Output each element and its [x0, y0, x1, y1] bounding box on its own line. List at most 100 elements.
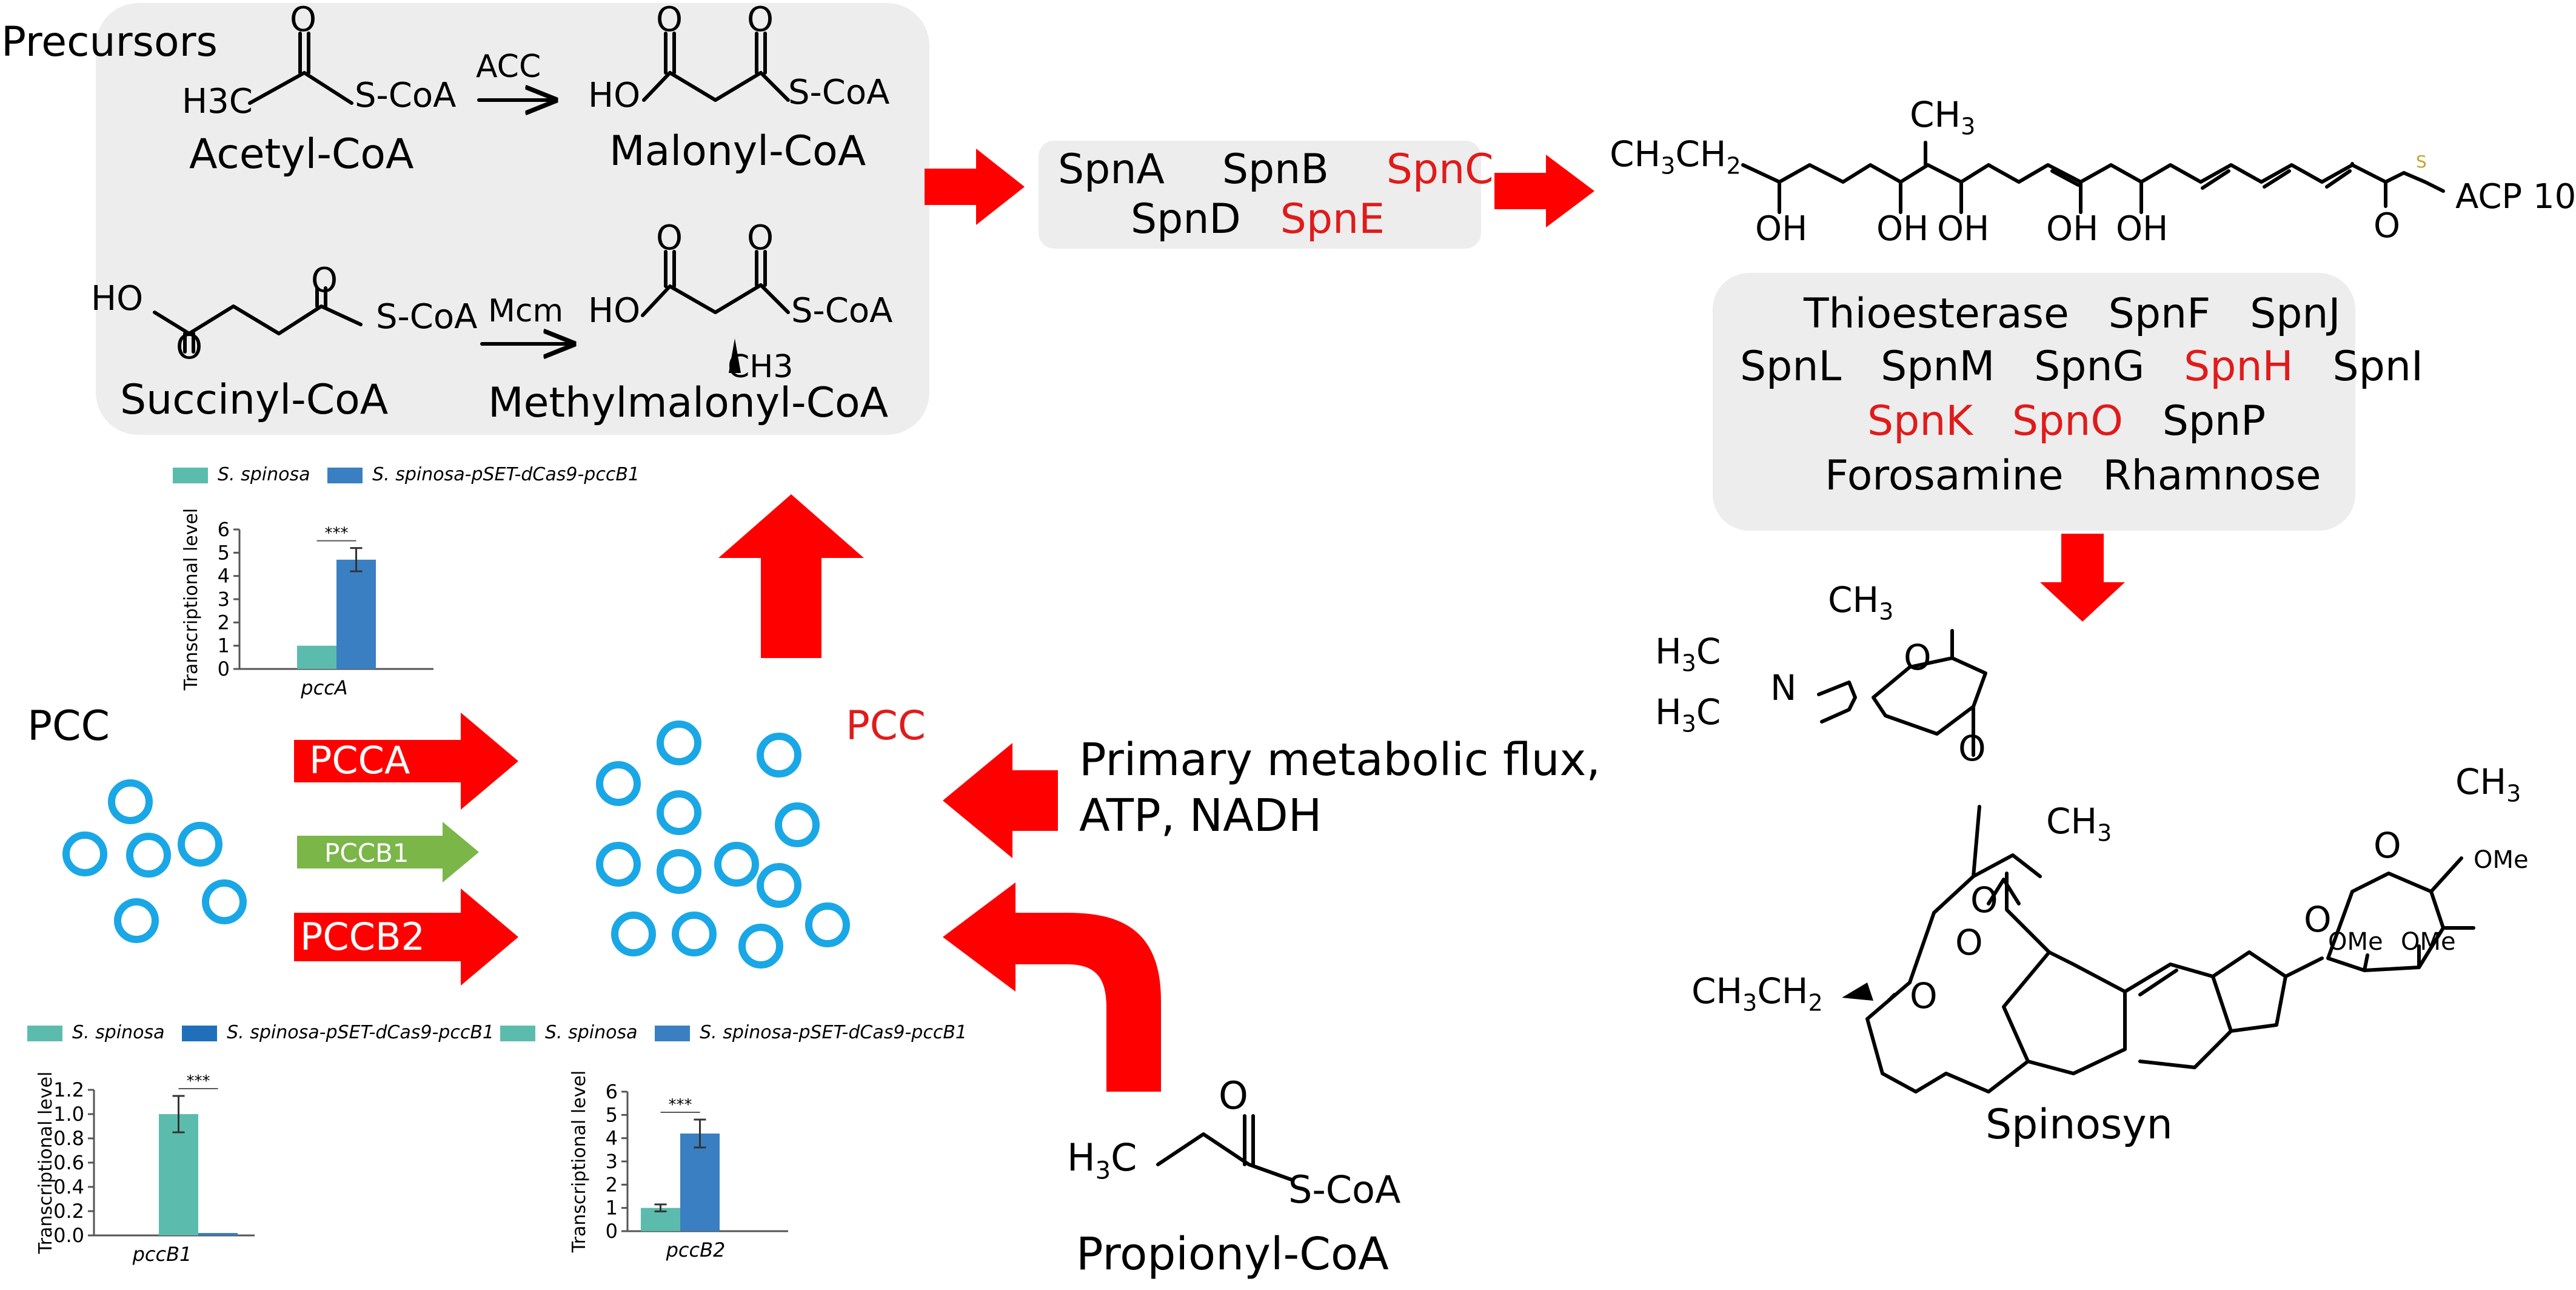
arrow-propionyl-to-pcc	[943, 882, 1161, 1092]
pcc-circle	[657, 849, 701, 894]
gene-spnp: SpnP	[2162, 397, 2266, 445]
spinosyn-methyl-ring: CH3	[2046, 801, 2112, 847]
methylmalonyl-oxygen-2: O	[747, 218, 774, 258]
gene-spna: SpnA	[1058, 146, 1165, 193]
succinyl-bonds	[153, 304, 363, 335]
polyketide-oh-5: OH	[2116, 209, 2169, 249]
legend-swatch-mut	[327, 467, 363, 483]
y-tick-label: 5	[606, 1103, 618, 1126]
polyketide-oxygen: O	[2374, 206, 2401, 246]
pcc-circle	[126, 833, 171, 878]
bar-wt	[159, 1114, 198, 1235]
propionyl-oxygen: O	[1219, 1073, 1248, 1118]
succinyl-coa-name: Succinyl-CoA	[120, 376, 389, 424]
significance-label: ***	[187, 1072, 210, 1090]
chart-pccB1: 0.00.20.40.60.81.01.2***pccB1Transcripti…	[35, 1072, 255, 1266]
tailoring-row4: Forosamine Rhamnose	[1825, 452, 2321, 500]
pcc-circle	[108, 779, 153, 824]
y-tick-label: 4	[606, 1127, 618, 1150]
y-tick-label: 1	[218, 634, 230, 657]
pccB2-arrow-label: PCCB2	[300, 915, 425, 959]
pcc-circle	[114, 898, 159, 943]
y-tick-label: 4	[218, 565, 230, 588]
polyketide-backbone	[1741, 163, 2406, 184]
pcc-circle	[672, 912, 717, 956]
mcm-enzyme-label: Mcm	[488, 293, 564, 329]
flux-line1: Primary metabolic flux,	[1079, 734, 1601, 786]
y-tick-label: 0.8	[53, 1127, 84, 1150]
gene-spnd: SpnD	[1131, 195, 1241, 243]
gene-spnf: SpnF	[2108, 290, 2211, 338]
polyketide-oh-3: OH	[1937, 209, 1990, 249]
methylmalonyl-methyl: CH3	[728, 349, 794, 385]
acetyl-oxygen: O	[290, 0, 317, 39]
sugar-forosamine: Forosamine	[1825, 452, 2064, 500]
gene-spne: SpnE	[1280, 195, 1385, 243]
legend-swatch-mut	[655, 1025, 691, 1041]
acetyl-methyl: H3C	[182, 82, 253, 121]
malonyl-coa-name: Malonyl-CoA	[609, 127, 866, 175]
acetyl-coa-group: S-CoA	[355, 76, 457, 115]
y-tick-label: 3	[218, 588, 230, 611]
bar-mut	[198, 1233, 238, 1235]
spinosyn-o-4: O	[1955, 922, 1983, 963]
precursors-title: Precursors	[1, 18, 218, 66]
spinosyn-ome-3: OMe	[2401, 928, 2456, 956]
y-tick-label: 3	[606, 1150, 618, 1173]
spinosyn-ome-2: OMe	[2328, 928, 2383, 956]
arrow-pcc-to-precursors	[718, 494, 864, 658]
spinosyn-nme-2: H3C	[1655, 691, 1721, 737]
gene-spni: SpnI	[2332, 343, 2424, 391]
pcc-circle	[805, 902, 850, 947]
x-axis-label: pccB1	[132, 1243, 192, 1266]
pcc-circle	[657, 721, 701, 765]
methylmalonyl-hydroxyl: HO	[588, 291, 641, 331]
pccA-arrow-label: PCCA	[309, 738, 410, 782]
gene-spnm: SpnM	[1881, 343, 1995, 391]
malonyl-bonds	[642, 71, 790, 102]
pcc-circle	[596, 842, 641, 887]
pcc-circle	[202, 879, 247, 924]
tailoring-row2: SpnL SpnM SpnG SpnH SpnI	[1740, 343, 2423, 391]
malonyl-oxygen-1: O	[656, 0, 683, 39]
tailoring-panel	[1713, 273, 2355, 531]
bar-mut	[680, 1134, 720, 1231]
propionyl-coa-group: S-CoA	[1288, 1167, 1401, 1212]
significance-label: ***	[325, 525, 349, 543]
enzyme-thioesterase: Thioesterase	[1804, 290, 2069, 338]
gene-spnj: SpnJ	[2250, 290, 2341, 338]
pcc-left-label: PCC	[27, 702, 110, 750]
gene-spno: SpnO	[2012, 397, 2123, 445]
y-tick-label: 6	[218, 518, 230, 541]
legend-swatch-wt	[173, 467, 208, 483]
propionyl-methyl: H3C	[1067, 1135, 1137, 1185]
spinosyn-o-5: O	[1910, 975, 1938, 1016]
succinyl-hydroxyl: HO	[91, 279, 144, 318]
spinosyn-o-1: O	[1904, 637, 1932, 678]
malonyl-oxygen-2: O	[747, 0, 774, 39]
legend-swatch-wt	[27, 1025, 62, 1041]
spinosyn-methyl-rhamnose: CH3	[2455, 761, 2521, 807]
succinyl-oxygen-1: O	[176, 328, 203, 367]
gene-spnh: SpnH	[2184, 343, 2293, 391]
pcc-circle	[714, 842, 759, 887]
y-tick-label: 0	[606, 1220, 618, 1243]
gene-spnc: SpnC	[1386, 146, 1494, 193]
y-axis-label: Transcriptional level	[569, 1070, 590, 1254]
y-tick-label: 0.0	[53, 1224, 84, 1247]
methylmalonyl-bonds	[641, 283, 790, 317]
x-axis-label: pccB2	[666, 1238, 726, 1261]
arrow-pcca	[294, 713, 518, 810]
polyketide-oh-4: OH	[2046, 209, 2099, 249]
malonyl-coa-group: S-CoA	[788, 73, 890, 112]
legend-chart-pccA: S. spinosa S. spinosa-pSET-dCas9-pccB1	[173, 464, 640, 485]
legend-swatch-wt	[500, 1025, 535, 1041]
tailoring-row1: Thioesterase SpnF SpnJ	[1804, 290, 2341, 338]
pcc-circle	[775, 802, 820, 847]
y-tick-label: 0	[218, 657, 230, 680]
methylmalonyl-coa-name: Methylmalonyl-CoA	[488, 379, 889, 427]
polyketide-methyl: CH3	[1910, 94, 1976, 140]
acc-enzyme-label: ACC	[476, 49, 541, 85]
